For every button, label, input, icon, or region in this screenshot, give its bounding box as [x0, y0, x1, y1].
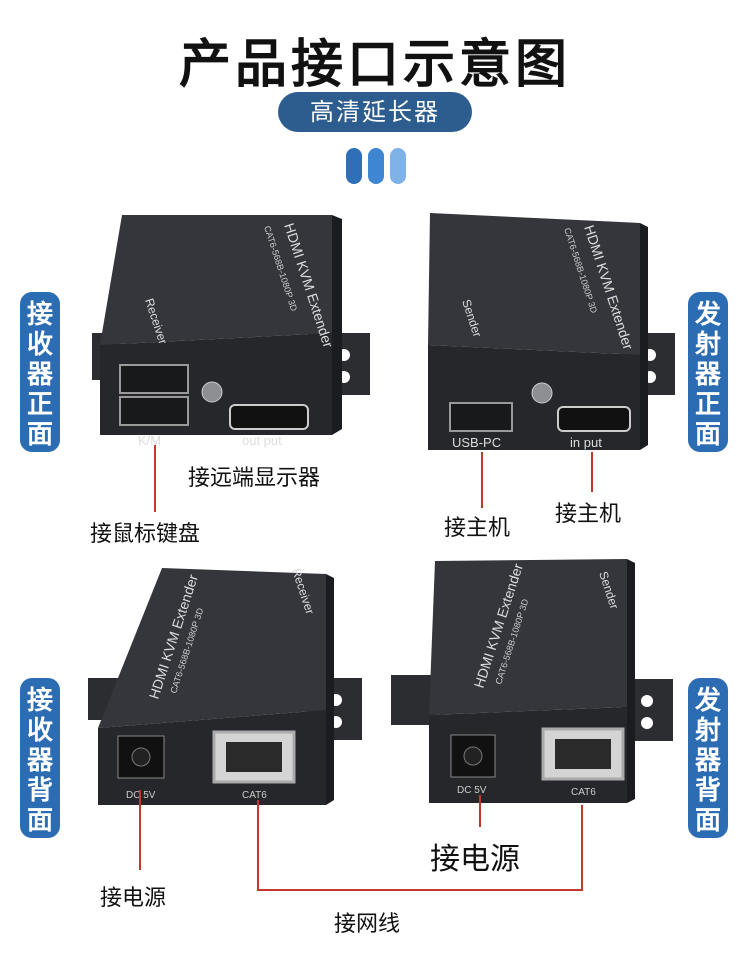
caption-power-sender: 接电源	[430, 842, 520, 877]
leader-host-usb	[481, 452, 483, 508]
sender-front-tab: 发射器正面	[688, 292, 728, 452]
receiver-front-device: HDMI KVM Extender CAT6-568B-1080P 3D Rec…	[80, 205, 380, 455]
sender-back-tab: 发射器背面	[688, 678, 728, 838]
sender-front-port-hdmi: in put	[570, 435, 602, 450]
leader-host-hdmi	[591, 452, 593, 492]
receiver-back-tab: 接收器背面	[20, 678, 60, 838]
receiver-back-port-lan: CAT6	[242, 790, 267, 801]
caption-remote-display: 接远端显示器	[188, 466, 321, 491]
sender-back-port-dc: DC 5V	[457, 785, 487, 796]
caption-network: 接网线	[334, 912, 401, 937]
receiver-front-tab: 接收器正面	[20, 292, 60, 452]
leader-power-sender	[479, 795, 481, 827]
sender-back-port-lan: CAT6	[571, 787, 596, 798]
caption-host-hdmi: 接主机	[555, 502, 622, 527]
leader-keyboard	[154, 445, 156, 512]
leader-network-right	[581, 805, 583, 891]
leader-network-left	[257, 800, 259, 890]
sender-back-device: HDMI KVM Extender CAT6-568B-1080P 3D Sen…	[385, 555, 685, 810]
leader-power-receiver	[139, 790, 141, 870]
caption-power-receiver: 接电源	[100, 886, 167, 911]
decor-bars	[346, 148, 406, 186]
receiver-front-port-usb: K/M	[138, 433, 161, 448]
page-title: 产品接口示意图	[178, 35, 571, 95]
subtitle-badge: 高清延长器	[278, 92, 472, 132]
receiver-front-port-hdmi: out put	[242, 433, 282, 448]
leader-network-bottom	[257, 889, 583, 891]
caption-host-usb: 接主机	[444, 516, 511, 541]
sender-front-device: HDMI KVM Extender CAT6-568B-1080P 3D Sen…	[390, 205, 690, 455]
receiver-back-device: HDMI KVM Extender CAT6-568B-1080P 3D Rec…	[80, 560, 380, 810]
caption-keyboard-mouse: 接鼠标键盘	[90, 522, 201, 547]
sender-front-port-usb: USB-PC	[452, 435, 501, 450]
